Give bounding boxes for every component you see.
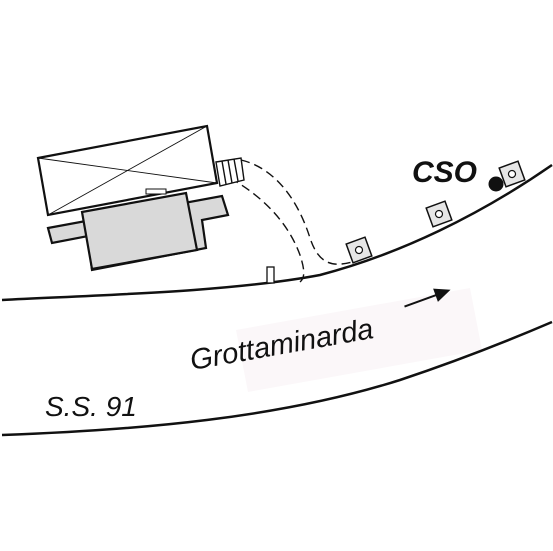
arrow-right-icon bbox=[404, 288, 451, 308]
sensor-box-3 bbox=[498, 160, 526, 188]
filled-circle-icon bbox=[488, 176, 504, 192]
road-number-label: S.S. 91 bbox=[45, 391, 137, 422]
building bbox=[36, 124, 230, 272]
sensor-box-1 bbox=[345, 236, 373, 264]
road-tint bbox=[236, 288, 482, 392]
building-steps bbox=[215, 157, 245, 187]
building-annex bbox=[80, 191, 199, 271]
road-edge-north bbox=[1, 163, 553, 302]
road-edge-south bbox=[1, 320, 553, 437]
station-label: CSO bbox=[412, 156, 477, 189]
driveway-edge-outer bbox=[240, 159, 353, 265]
driveway-edge-inner bbox=[229, 177, 305, 283]
bollard bbox=[266, 266, 275, 284]
sensor-box-2 bbox=[425, 200, 453, 228]
